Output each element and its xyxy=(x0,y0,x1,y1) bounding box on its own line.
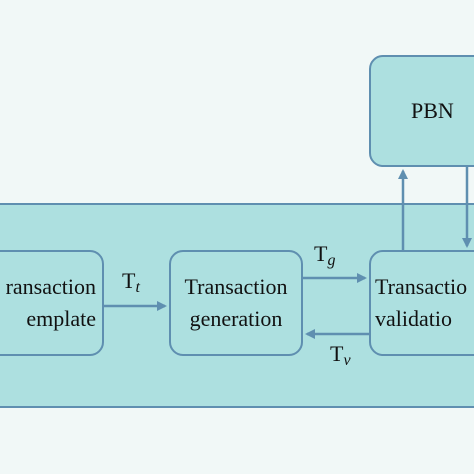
node-transaction-template: ransaction emplate xyxy=(0,250,104,356)
node-pbn: PBN xyxy=(369,55,474,167)
edge-label-tv: Tv xyxy=(330,341,351,369)
node-transaction-generation: Transaction generation xyxy=(169,250,303,356)
edge-label-tg: Tg xyxy=(314,241,336,269)
node-transaction-validation: Transactio validatio xyxy=(369,250,474,356)
edge-label-tt: Tt xyxy=(122,268,140,296)
